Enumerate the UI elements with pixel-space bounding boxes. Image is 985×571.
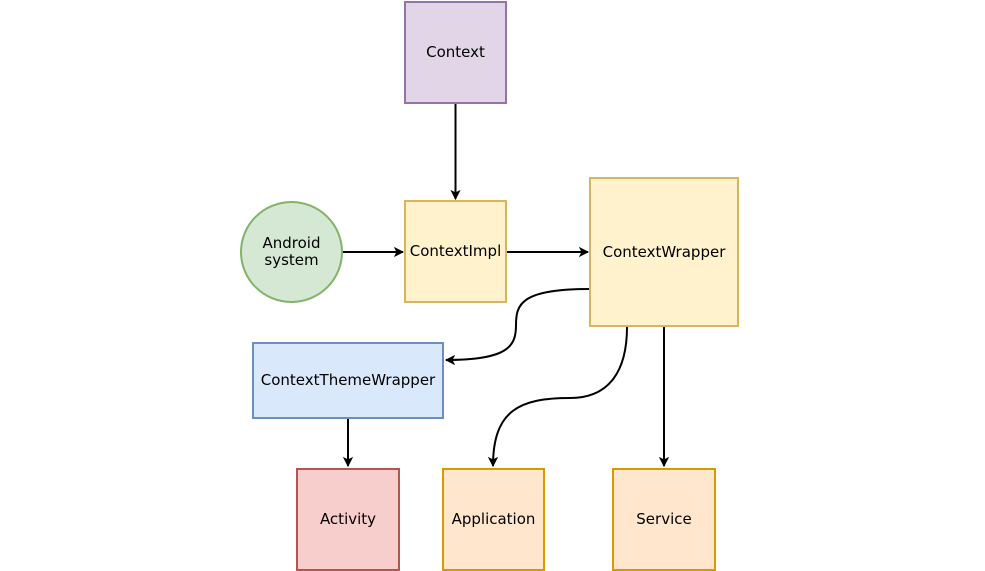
service-node: Service	[612, 468, 716, 571]
application-node: Application	[442, 468, 545, 571]
android-system-label-line1: Android	[262, 234, 321, 252]
application-label: Application	[451, 510, 536, 528]
context-label: Context	[426, 43, 485, 61]
contextwrapper-label: ContextWrapper	[602, 242, 726, 261]
activity-node: Activity	[296, 468, 400, 571]
android-system-label: Android system	[259, 235, 325, 269]
service-label: Service	[636, 510, 692, 528]
context-node: Context	[404, 1, 507, 104]
contextimpl-node: ContextImpl	[404, 200, 507, 303]
edge-wrapper-to-theme	[446, 288, 590, 360]
contextthemewrapper-node: ContextThemeWrapper	[252, 342, 444, 419]
edge-wrapper-to-application	[493, 326, 628, 466]
android-system-node: Android system	[240, 201, 343, 303]
android-system-label-line2: system	[264, 251, 319, 269]
activity-label: Activity	[319, 510, 377, 528]
contextthemewrapper-label: ContextThemeWrapper	[260, 371, 436, 389]
contextwrapper-node: ContextWrapper	[589, 177, 739, 327]
contextimpl-label: ContextImpl	[409, 242, 502, 260]
